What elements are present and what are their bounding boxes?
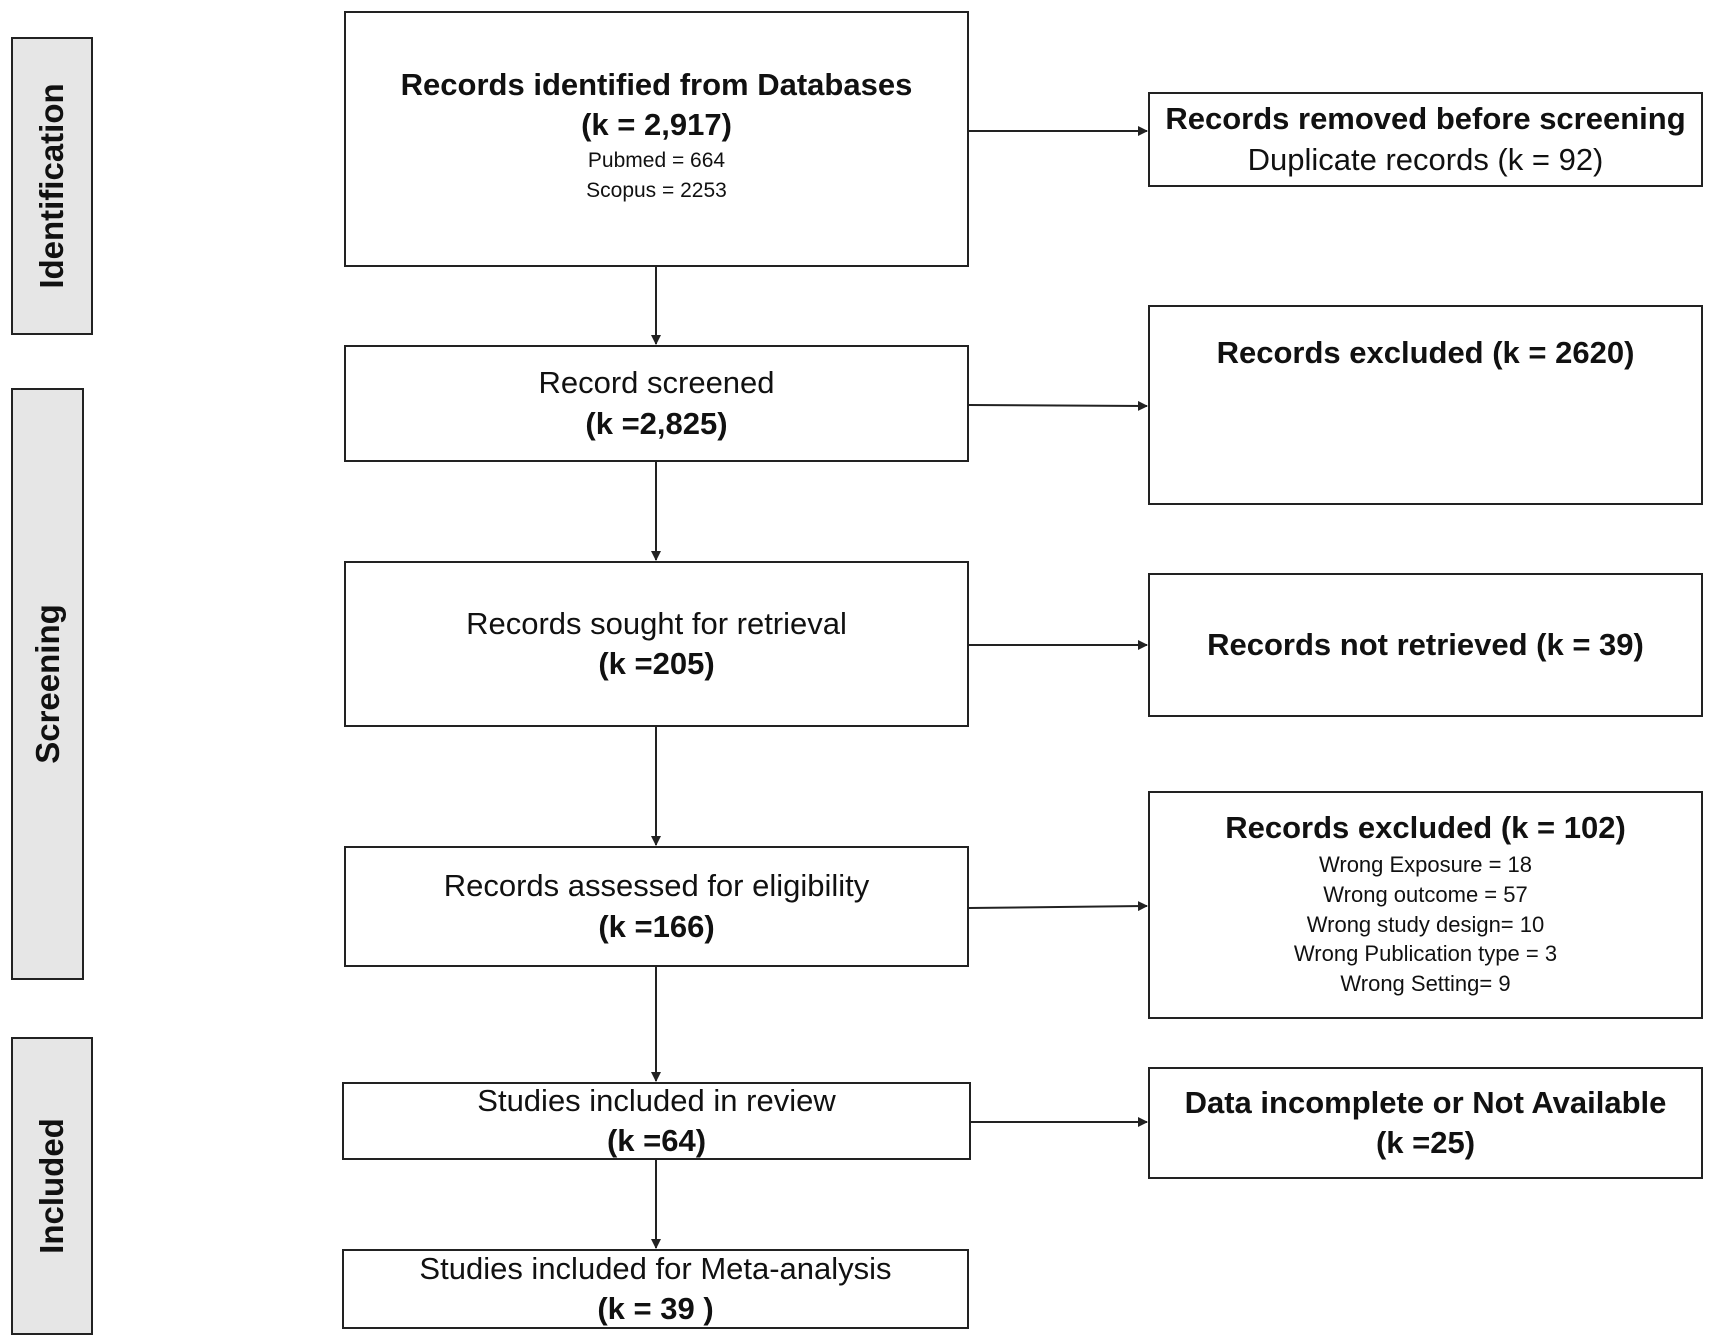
excluded2-reason: Wrong study design= 10 [1306, 911, 1545, 937]
box-records-excluded-screening: Records excluded (k = 2620) [1148, 305, 1703, 505]
incomplete-count: (k =25) [1375, 1125, 1476, 1160]
not-retrieved-title: Records not retrieved (k = 39) [1207, 626, 1644, 662]
identified-scopus: Scopus = 2253 [586, 179, 727, 203]
removed-title: Records removed before screening [1165, 101, 1686, 137]
excluded2-reason: Wrong Publication type = 3 [1293, 941, 1558, 967]
box-records-removed: Records removed before screening Duplica… [1148, 92, 1703, 187]
sought-label: Records sought for retrieval [466, 605, 847, 641]
excluded2-reason: Wrong Exposure = 18 [1319, 852, 1532, 878]
review-count: (k =64) [606, 1123, 707, 1158]
arrow-to-excluded-screening [968, 400, 1148, 411]
box-records-identified: Records identified from Databases (k = 2… [344, 11, 969, 267]
stage-label-identification: Identification [11, 37, 93, 335]
stage-label-identification-text: Identification [33, 83, 70, 289]
box-studies-meta-analysis: Studies included for Meta-analysis (k = … [342, 1249, 969, 1329]
removed-detail: Duplicate records (k = 92) [1247, 141, 1604, 177]
identified-count: (k = 2,917) [581, 107, 732, 143]
excluded1-title: Records excluded (k = 2620) [1216, 335, 1635, 370]
stage-label-included: Included [11, 1037, 93, 1335]
arrow-to-excluded-eligibility [968, 901, 1148, 912]
screened-count: (k =2,825) [585, 405, 728, 441]
assessed-count: (k =166) [598, 908, 715, 944]
box-record-screened: Record screened (k =2,825) [344, 345, 969, 462]
assessed-label: Records assessed for eligibility [443, 868, 870, 904]
box-records-excluded-eligibility: Records excluded (k = 102) Wrong Exposur… [1148, 791, 1703, 1019]
review-label: Studies included in review [477, 1082, 836, 1118]
meta-label: Studies included for Meta-analysis [419, 1250, 892, 1286]
box-records-assessed: Records assessed for eligibility (k =166… [344, 846, 969, 967]
stage-label-included-text: Included [33, 1118, 70, 1254]
excluded2-reason: Wrong Setting= 9 [1340, 971, 1511, 997]
identified-pubmed: Pubmed = 664 [587, 148, 726, 172]
incomplete-title: Data incomplete or Not Available [1184, 1084, 1667, 1120]
sought-count: (k =205) [598, 646, 715, 681]
excluded2-title: Records excluded (k = 102) [1225, 810, 1626, 845]
screened-label: Record screened [538, 365, 775, 401]
stage-label-screening-text: Screening [28, 604, 66, 764]
meta-count: (k = 39 ) [597, 1291, 714, 1326]
box-studies-in-review: Studies included in review (k =64) [342, 1082, 971, 1160]
excluded2-reason: Wrong outcome = 57 [1323, 881, 1528, 907]
stage-label-screening: Screening [11, 388, 84, 980]
box-records-sought: Records sought for retrieval (k =205) [344, 561, 969, 727]
box-data-incomplete: Data incomplete or Not Available (k =25) [1148, 1067, 1703, 1179]
identified-title: Records identified from Databases [400, 67, 913, 102]
box-records-not-retrieved: Records not retrieved (k = 39) [1148, 573, 1703, 717]
